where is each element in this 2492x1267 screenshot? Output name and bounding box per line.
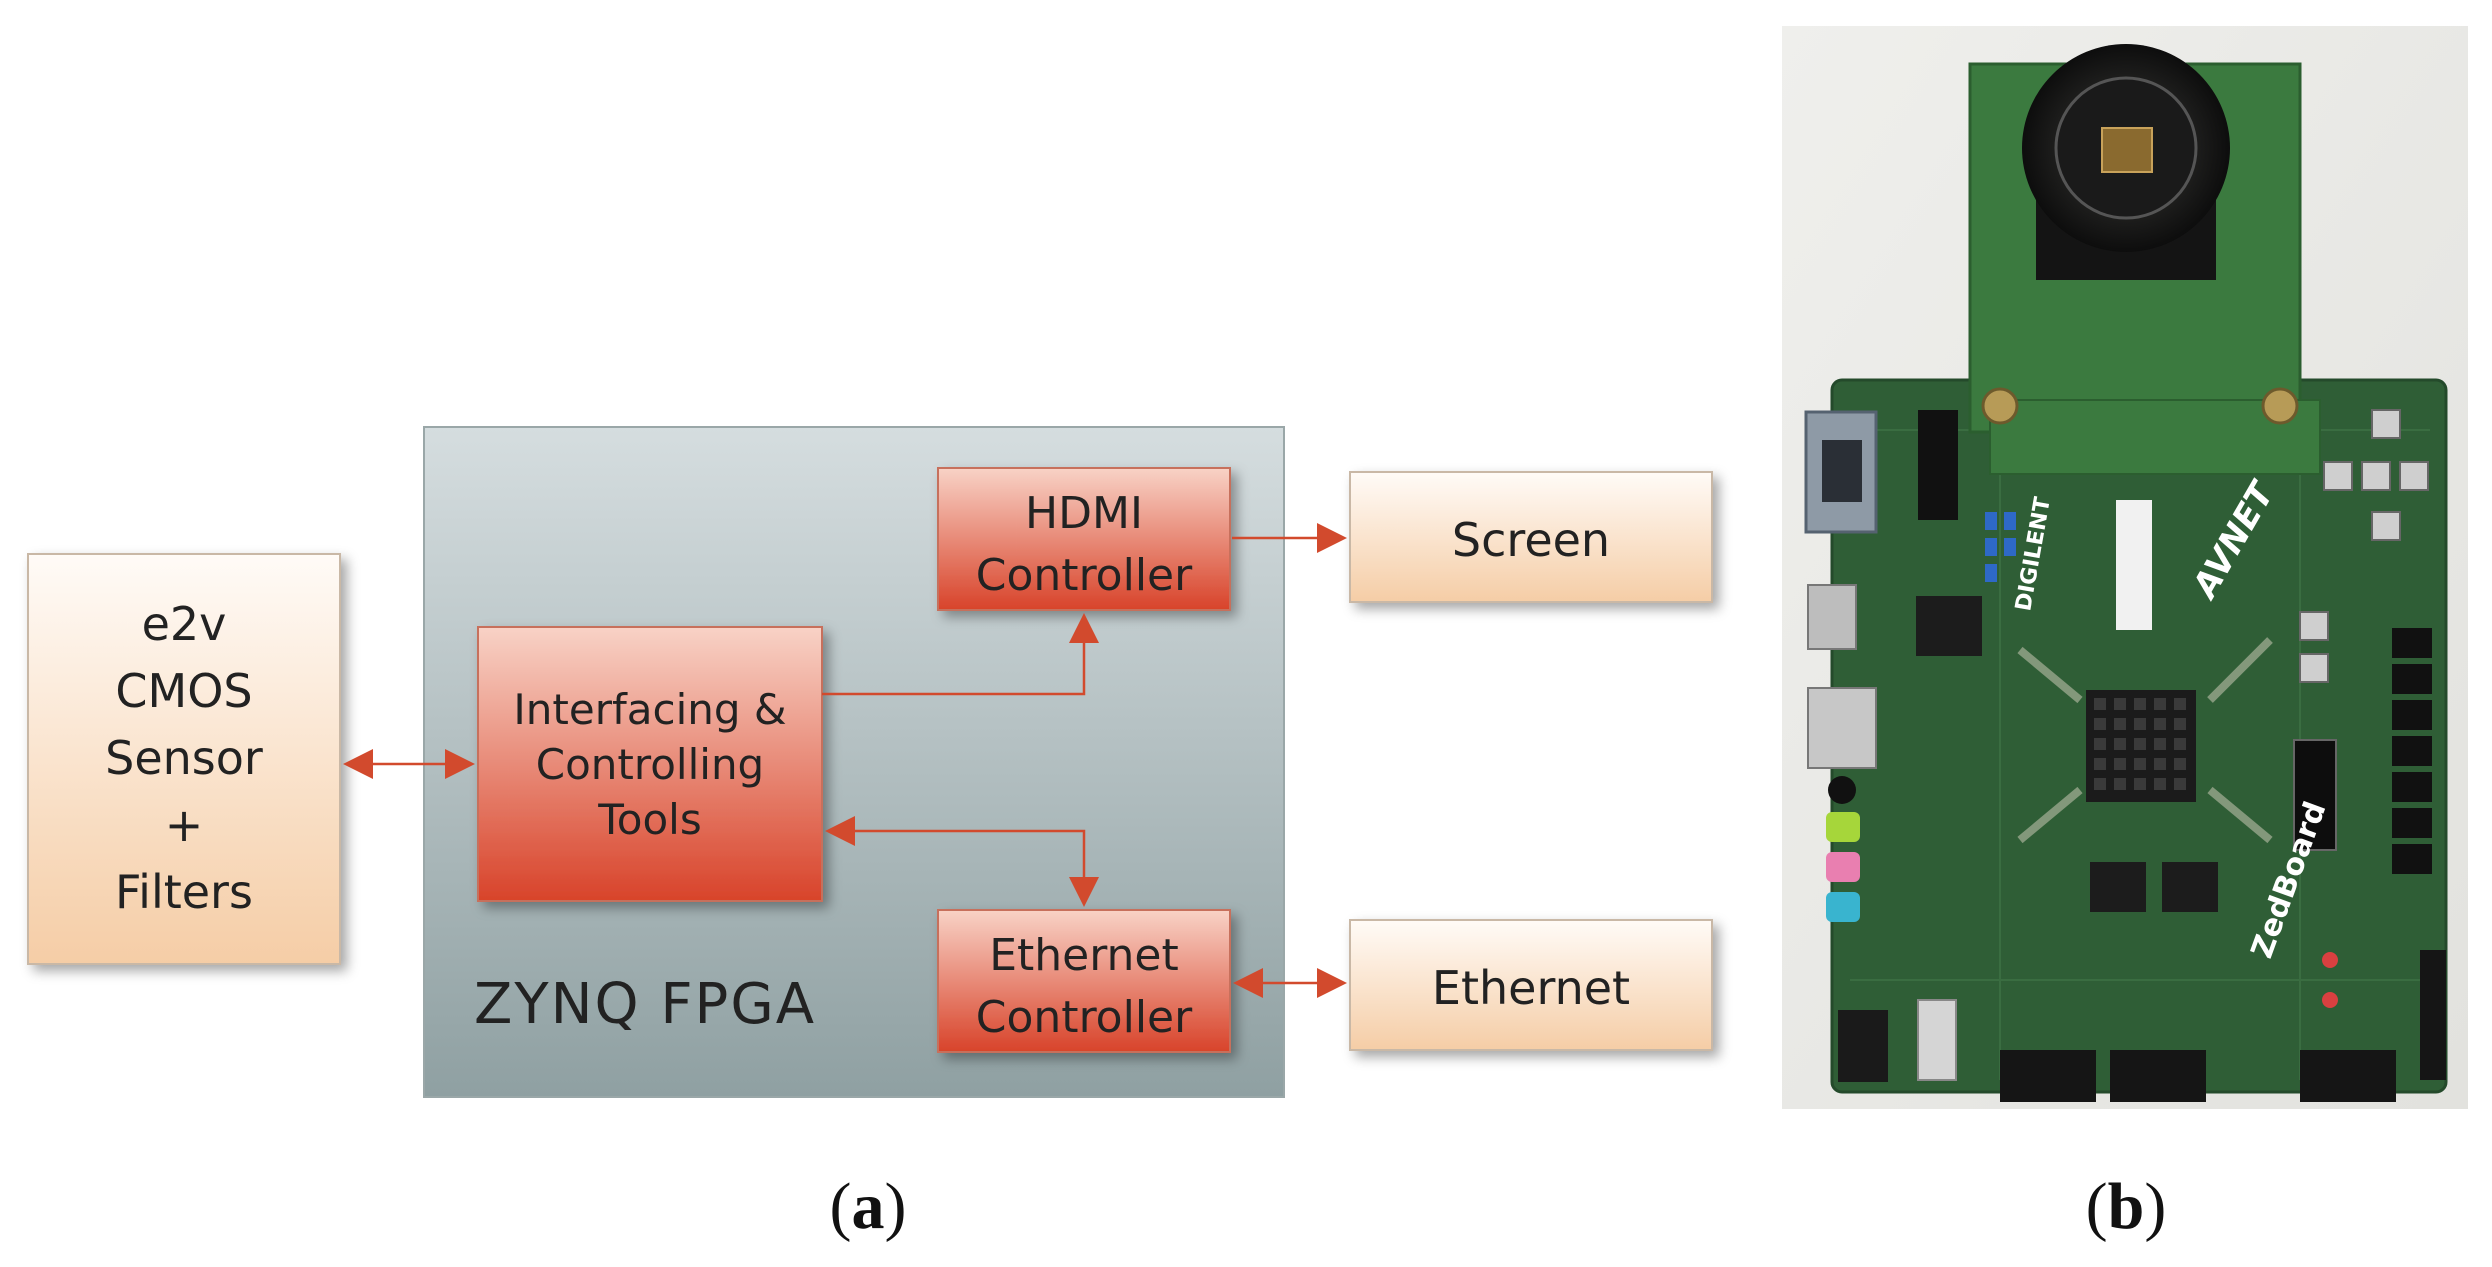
sensor-line-4: + xyxy=(165,798,204,852)
caption-a-close: ) xyxy=(885,1170,907,1243)
interfacing-line-1: Interfacing & xyxy=(513,685,786,734)
caption-a: (a) xyxy=(830,1170,907,1243)
panel-a: ZYNQ FPGA e2v CMOS Sensor + Filters Inte… xyxy=(27,426,1713,1243)
board-photo: DIGILENT AVNET ZedBoard xyxy=(1782,26,2468,1109)
arrow-interfacing-hdmi xyxy=(822,613,1099,696)
caption-b: (b) xyxy=(2086,1170,2167,1243)
interfacing-line-2: Controlling xyxy=(536,740,764,789)
caption-a-letter: a xyxy=(852,1170,885,1243)
ethernet-block xyxy=(1349,919,1713,1051)
ethernet-ctrl-line-1: Ethernet xyxy=(989,930,1179,981)
connector-arrows xyxy=(343,523,1347,998)
hdmi-line-1: HDMI xyxy=(1025,488,1143,539)
screen-label: Screen xyxy=(1452,513,1610,567)
screen-block xyxy=(1349,471,1713,603)
fpga-label: ZYNQ FPGA xyxy=(474,972,816,1037)
cmos-sensor xyxy=(2101,127,2153,173)
hdmi-controller-block xyxy=(937,467,1231,611)
caption-b-close: ) xyxy=(2144,1170,2166,1243)
arrow-interfacing-ethernet-ctrl xyxy=(825,816,1099,907)
ethernet-controller-block xyxy=(937,909,1231,1053)
caption-b-letter: b xyxy=(2108,1170,2145,1243)
ethernet-label: Ethernet xyxy=(1432,961,1630,1015)
hdmi-line-2: Controller xyxy=(976,550,1193,601)
interfacing-block xyxy=(477,626,823,902)
interfacing-line-3: Tools xyxy=(597,795,701,844)
sensor-line-1: e2v xyxy=(142,597,227,651)
sensor-line-3: Sensor xyxy=(105,731,263,785)
heatsink xyxy=(2086,690,2196,802)
ethernet-ctrl-line-2: Controller xyxy=(976,992,1193,1043)
sensor-block xyxy=(27,553,341,965)
caption-b-open: ( xyxy=(2086,1170,2108,1243)
panel-b: DIGILENT AVNET ZedBoard (b) xyxy=(1782,26,2468,1243)
caption-a-open: ( xyxy=(830,1170,852,1243)
sensor-line-5: Filters xyxy=(115,865,253,919)
sensor-line-2: CMOS xyxy=(115,664,252,718)
